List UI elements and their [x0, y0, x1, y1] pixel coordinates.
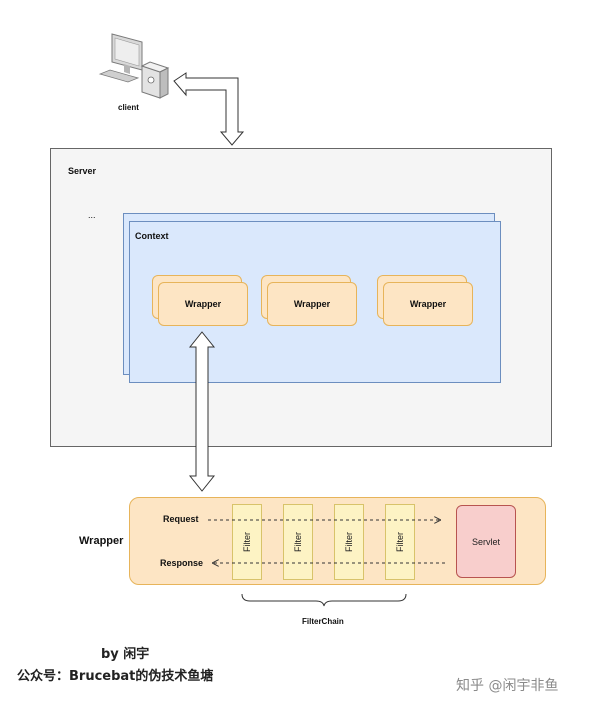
client-label: client — [118, 103, 139, 112]
wrapper-label-3: Wrapper — [409, 299, 447, 309]
watermark-text: 知乎 @闲宇非鱼 — [456, 678, 559, 694]
servlet-label: Servlet — [471, 536, 500, 547]
account-text: 公众号：Brucebat的伪技术鱼塘 — [17, 669, 214, 684]
wrapper-label-1: Wrapper — [184, 299, 222, 309]
filter-label-3: Filter — [344, 532, 354, 552]
wrapper-detail-label: Wrapper — [79, 535, 124, 547]
wrapper-card-1: Wrapper — [158, 282, 248, 326]
filter-1: Filter — [232, 504, 262, 580]
filter-4: Filter — [385, 504, 415, 580]
context-label: Context — [135, 231, 169, 241]
response-label: Response — [160, 558, 204, 568]
request-label: Request — [163, 514, 199, 524]
filter-label-1: Filter — [242, 532, 252, 552]
servlet-box: Servlet — [456, 505, 516, 578]
client-server-arrow — [173, 72, 245, 146]
filterchain-label: FilterChain — [302, 617, 344, 626]
server-ellipsis: ... — [88, 210, 96, 220]
filterchain-brace — [241, 593, 407, 607]
author-text: by 闲宇 — [101, 647, 150, 662]
filter-2: Filter — [283, 504, 313, 580]
wrapper-label-2: Wrapper — [293, 299, 331, 309]
wrapper-card-3: Wrapper — [383, 282, 473, 326]
filter-3: Filter — [334, 504, 364, 580]
wrapper-card-2: Wrapper — [267, 282, 357, 326]
filter-label-2: Filter — [293, 532, 303, 552]
server-label: Server — [68, 166, 97, 176]
filter-label-4: Filter — [395, 532, 405, 552]
